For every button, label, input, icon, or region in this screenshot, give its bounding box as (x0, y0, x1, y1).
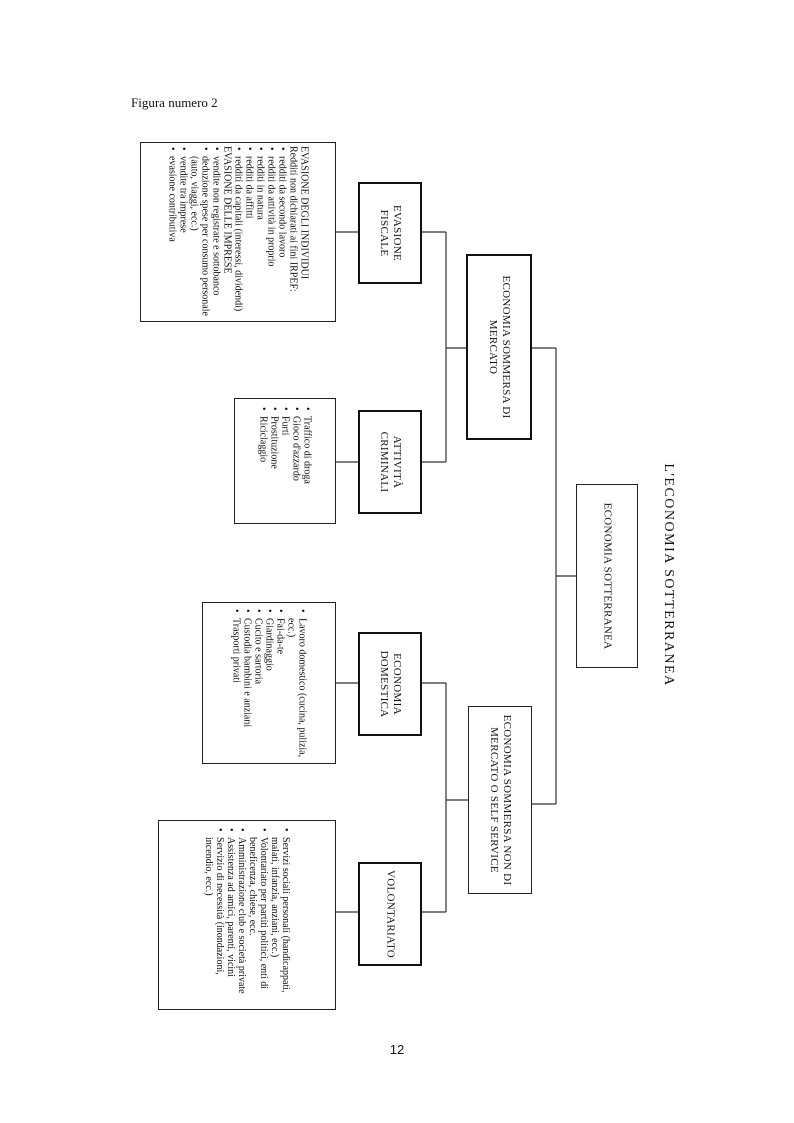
branch-nonmarket-label: ECONOMIA SOMMERSA NON DI MERCATO O SELF … (488, 714, 513, 886)
list-item: vendite tra imprese (178, 156, 189, 318)
list-item: vendite non registrate e sottobanco (211, 156, 222, 318)
volontariato-list: Servizi sociali personali (handicappati,… (203, 827, 291, 1003)
domestica-list: Lavoro domestico (cucina, pulizia, ecc.)… (231, 608, 308, 758)
criminali-box: ATTIVITÀ CRIMINALI (358, 410, 422, 514)
list-item: redditi in natura (255, 156, 266, 318)
list-item: Riciclaggio (258, 416, 269, 516)
evasione-head-individui: EVASIONE DEGLI INDIVIDUI (298, 146, 310, 280)
list-item: deduzione spese per consumo personale (a… (189, 156, 211, 318)
list-item: Servizio di necessità (inondazioni, ince… (203, 837, 225, 1003)
criminali-detail-box: Traffico di droga Gioco d'azzardo Furti … (234, 398, 336, 524)
domestica-label: ECONOMIA DOMESTICA (378, 650, 403, 718)
evasione-detail-box: EVASIONE DEGLI INDIVIDUI Redditi non dic… (140, 142, 336, 322)
volontariato-box: VOLONTARIATO (358, 862, 422, 966)
evasione-head-individui-note: Redditi non dichiarati ai fini IRPEF: (287, 146, 299, 292)
evasione-label: EVASIONE FISCALE (378, 205, 403, 261)
diagram-title: L'ECONOMIA SOTTERRANEA (661, 463, 676, 687)
list-item: redditi da attività in proprio (266, 156, 277, 318)
branch-market-label: ECONOMIA SOMMERSA DI MERCATO (487, 275, 512, 419)
evasione-head-imprese: EVASIONE DELLE IMPRESE (221, 146, 233, 274)
list-item: Assistenza ad amici, parenti, vicini (225, 837, 236, 1003)
list-item: Gioco d'azzardo (291, 416, 302, 516)
list-item: Servizi sociali personali (handicappati,… (269, 837, 291, 1003)
evasione-box: EVASIONE FISCALE (358, 182, 422, 284)
list-item: Volontariato per partiti politici, enti … (247, 837, 269, 1003)
criminali-label: ATTIVITÀ CRIMINALI (378, 431, 403, 493)
root-label: ECONOMIA SOTTERRANEA (601, 502, 614, 650)
list-item: evasione contributiva (167, 156, 178, 318)
criminali-detail-content: Traffico di droga Gioco d'azzardo Furti … (258, 406, 313, 516)
list-item: Traffico di droga (302, 416, 313, 516)
branch-nonmarket-box: ECONOMIA SOMMERSA NON DI MERCATO O SELF … (468, 706, 532, 894)
list-item: Furti (280, 416, 291, 516)
list-item: Giardinaggio (264, 618, 275, 758)
list-item: Amministrazione club e società private (236, 837, 247, 1003)
list-item: redditi da secondo lavoro (277, 156, 288, 318)
diagram-title-area: L'ECONOMIA SOTTERRANEA (650, 463, 686, 686)
evasione-detail-content: EVASIONE DEGLI INDIVIDUI Redditi non dic… (167, 146, 310, 318)
root-box: ECONOMIA SOTTERRANEA (576, 484, 638, 668)
list-item: redditi da affitti (244, 156, 255, 318)
domestica-box: ECONOMIA DOMESTICA (358, 632, 422, 736)
list-item: Lavoro domestico (cucina, pulizia, ecc.) (286, 618, 308, 758)
list-item: Prostituzione (269, 416, 280, 516)
domestica-detail-box: Lavoro domestico (cucina, pulizia, ecc.)… (202, 602, 336, 764)
list-item: Custodia bambini e anziani (242, 618, 253, 758)
domestica-detail-content: Lavoro domestico (cucina, pulizia, ecc.)… (231, 608, 308, 758)
criminali-list: Traffico di droga Gioco d'azzardo Furti … (258, 406, 313, 516)
list-item: Trasporti privati (231, 618, 242, 758)
page-number: 12 (389, 1042, 405, 1057)
list-item: Cucito e sartoria (253, 618, 264, 758)
volontariato-detail-box: Servizi sociali personali (handicappati,… (158, 820, 336, 1010)
branch-market-box: ECONOMIA SOMMERSA DI MERCATO (466, 254, 532, 440)
volontariato-detail-content: Servizi sociali personali (handicappati,… (203, 827, 291, 1003)
volontariato-label: VOLONTARIATO (384, 869, 397, 959)
figure-caption: Figura numero 2 (131, 95, 218, 110)
evasione-individui-list: redditi da secondo lavoro redditi da att… (233, 146, 288, 318)
list-item: Fai-da-te (275, 618, 286, 758)
evasione-imprese-list: vendite non registrate e sottobanco dedu… (167, 146, 222, 318)
list-item: redditi da capitali (interessi, dividend… (233, 156, 244, 318)
